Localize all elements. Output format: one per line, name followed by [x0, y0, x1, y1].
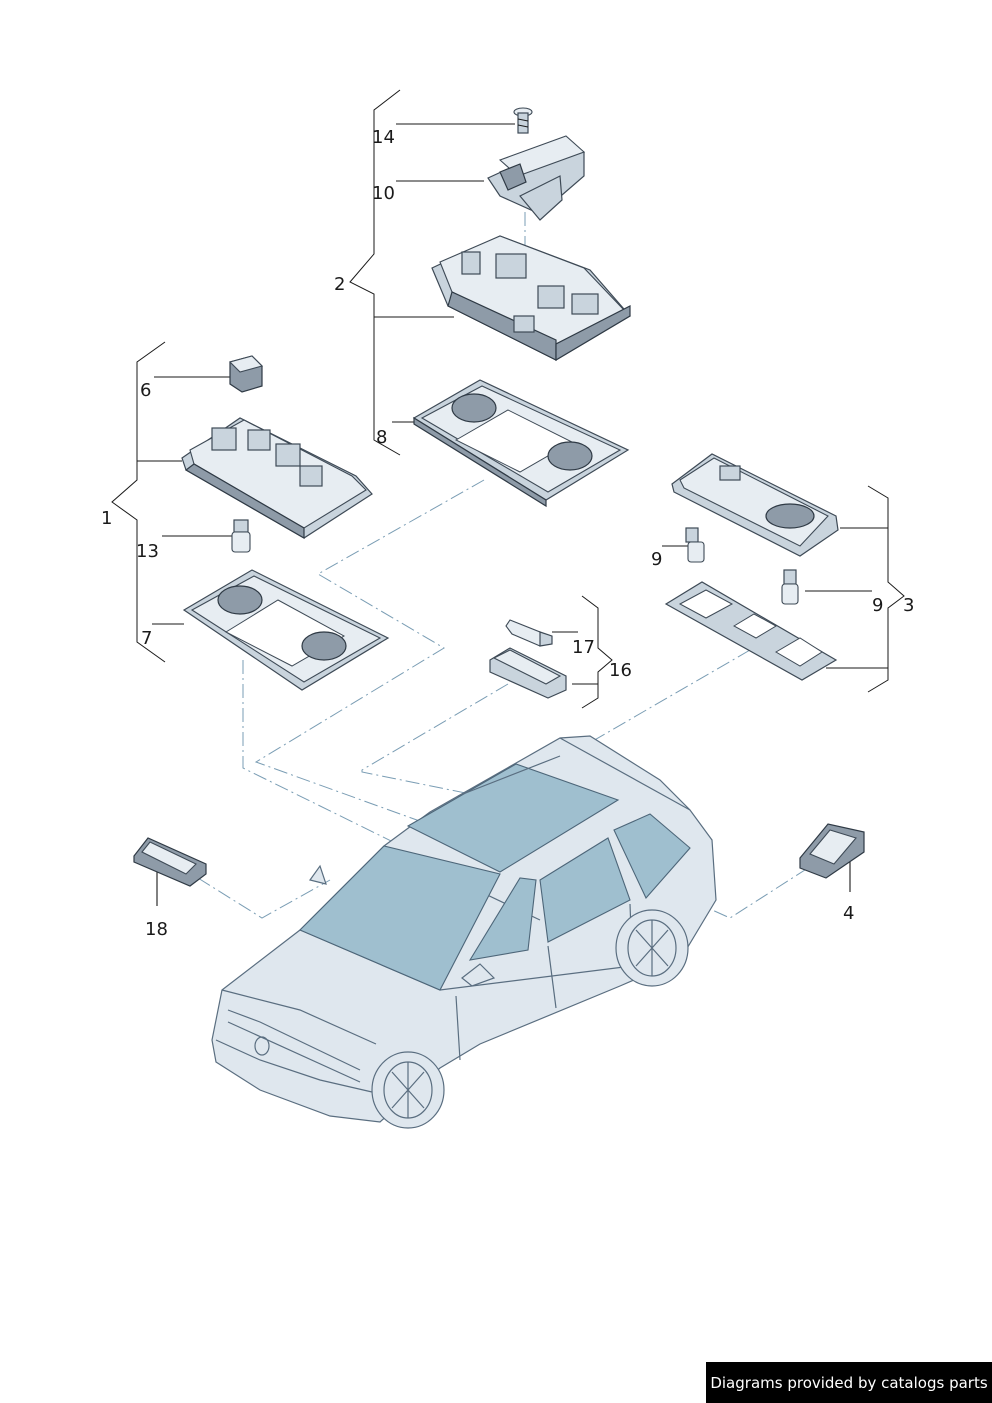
part-7-trim-cover [182, 569, 390, 691]
credit-banner: Diagrams provided by catalogs parts [706, 1362, 992, 1403]
part-18-glovebox-light [133, 837, 207, 887]
callout-9-left: 9 [651, 549, 662, 570]
part-9-bulb-right [781, 569, 799, 605]
part-4-switch [799, 823, 865, 879]
callout-4: 4 [843, 903, 854, 924]
part-3-reading-light [671, 453, 839, 557]
callout-labels: 14 10 2 6 8 1 13 7 9 9 3 17 16 18 4 [101, 127, 914, 940]
callout-2: 2 [334, 274, 345, 295]
callout-10: 10 [372, 183, 395, 204]
callout-8: 8 [376, 427, 387, 448]
callout-3: 3 [903, 595, 914, 616]
part-6-connector [228, 355, 264, 393]
callout-6: 6 [140, 380, 151, 401]
group-braces [111, 89, 905, 709]
part-16-lamp [489, 647, 567, 699]
part-13-bulb-holder [231, 519, 251, 553]
callout-7: 7 [141, 628, 152, 649]
part-8-trim-cover [412, 379, 630, 508]
part-17-festoon-bulb [505, 619, 553, 647]
part-1-roof-module [181, 417, 373, 540]
vehicle-illustration [211, 735, 717, 1129]
callout-18: 18 [145, 919, 168, 940]
callout-14: 14 [372, 127, 395, 148]
part-2-roof-module-housing [431, 235, 631, 362]
part-10-switch-module [487, 135, 586, 221]
credit-text: Diagrams provided by catalogs parts [710, 1373, 988, 1392]
callout-13: 13 [136, 541, 159, 562]
callout-16: 16 [609, 660, 632, 681]
callout-17: 17 [572, 637, 595, 658]
part-9-bulb-left [685, 527, 705, 563]
part-14-screw [513, 107, 533, 134]
callout-1: 1 [101, 508, 112, 529]
part-3-frame [664, 581, 838, 681]
callout-9-right: 9 [872, 595, 883, 616]
leader-lines [137, 123, 888, 906]
